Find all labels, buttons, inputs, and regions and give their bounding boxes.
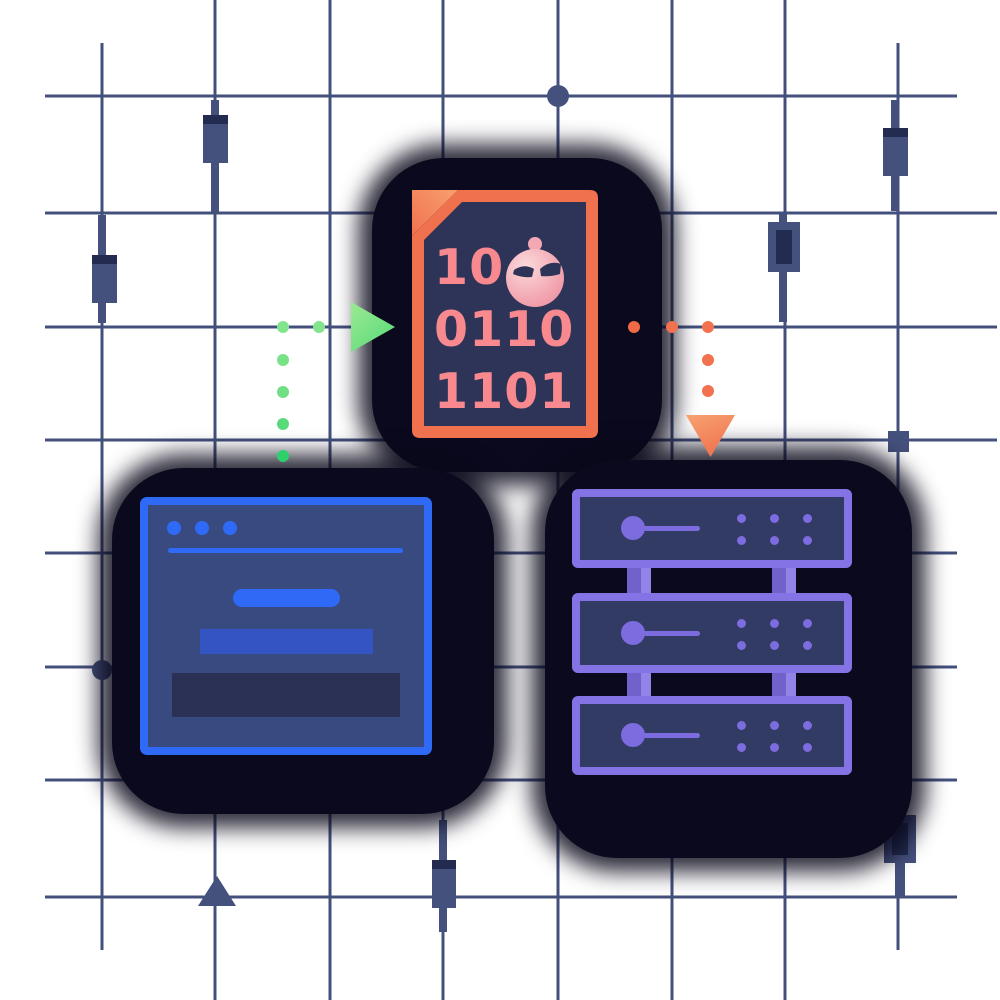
bot-antenna-knob (528, 237, 542, 251)
grid-node-square (888, 431, 909, 452)
server-port-dot (770, 641, 779, 650)
server-port-dot (737, 514, 746, 523)
candlestick-icon (203, 100, 228, 212)
browser-titlebar-dot (167, 521, 181, 535)
bot-eye (513, 266, 534, 278)
server-port-dot (770, 514, 779, 523)
candlestick-icon (883, 100, 908, 211)
server-port-dot (770, 743, 779, 752)
grid-node-dot (547, 85, 569, 107)
server-indicator-knob (621, 621, 645, 645)
server-port-dot (803, 721, 812, 730)
browser-content-block-dark (172, 673, 400, 717)
candlestick-icon (92, 215, 117, 323)
candlestick-icon (432, 820, 456, 932)
server-rack-unit (572, 489, 852, 568)
server-port-dot (803, 619, 812, 628)
server-indicator-knob (621, 723, 645, 747)
green-flow-dot (277, 386, 289, 398)
server-port-dot (803, 514, 812, 523)
server-port-dot (803, 536, 812, 545)
binary-code-text: 10 0110 1101 (434, 237, 574, 423)
green-flow-dot (277, 354, 289, 366)
server-port-dot (737, 743, 746, 752)
browser-content-pill (233, 589, 340, 607)
malware-bot-icon (506, 237, 564, 307)
green-flow-dot (277, 418, 289, 430)
server-indicator-line (643, 526, 700, 531)
grid-node-dot (92, 660, 112, 680)
server-port-dot (737, 721, 746, 730)
browser-titlebar-dot (223, 521, 237, 535)
server-indicator-line (643, 631, 700, 636)
orange-flow-dot (666, 321, 678, 333)
green-flow-dot (313, 321, 325, 333)
binary-line: 1101 (434, 363, 575, 420)
binary-line: 10 (434, 239, 505, 296)
triangle-up-icon (198, 876, 236, 906)
orange-flow-dot (702, 354, 714, 366)
server-port-dot (770, 619, 779, 628)
server-rack-unit (572, 593, 852, 673)
server-port-dot (737, 641, 746, 650)
browser-titlebar-divider (168, 548, 403, 553)
bot-eye (540, 262, 561, 277)
binary-line: 0110 (434, 301, 575, 358)
server-port-dot (770, 536, 779, 545)
server-rack-unit (572, 696, 852, 775)
server-port-dot (770, 721, 779, 730)
server-indicator-knob (621, 516, 645, 540)
candlestick-icon (768, 213, 800, 322)
browser-content-block (200, 629, 373, 654)
bot-head (506, 249, 564, 307)
server-port-dot (803, 641, 812, 650)
server-port-dot (737, 619, 746, 628)
green-flow-dot (277, 321, 289, 333)
browser-titlebar-dot (195, 521, 209, 535)
server-port-dot (803, 743, 812, 752)
orange-flow-dot (628, 321, 640, 333)
orange-flow-dot (702, 321, 714, 333)
orange-flow-dot (702, 385, 714, 397)
server-port-dot (737, 536, 746, 545)
file-folded-corner (412, 190, 458, 236)
server-indicator-line (643, 733, 700, 738)
green-flow-dot (277, 450, 289, 462)
